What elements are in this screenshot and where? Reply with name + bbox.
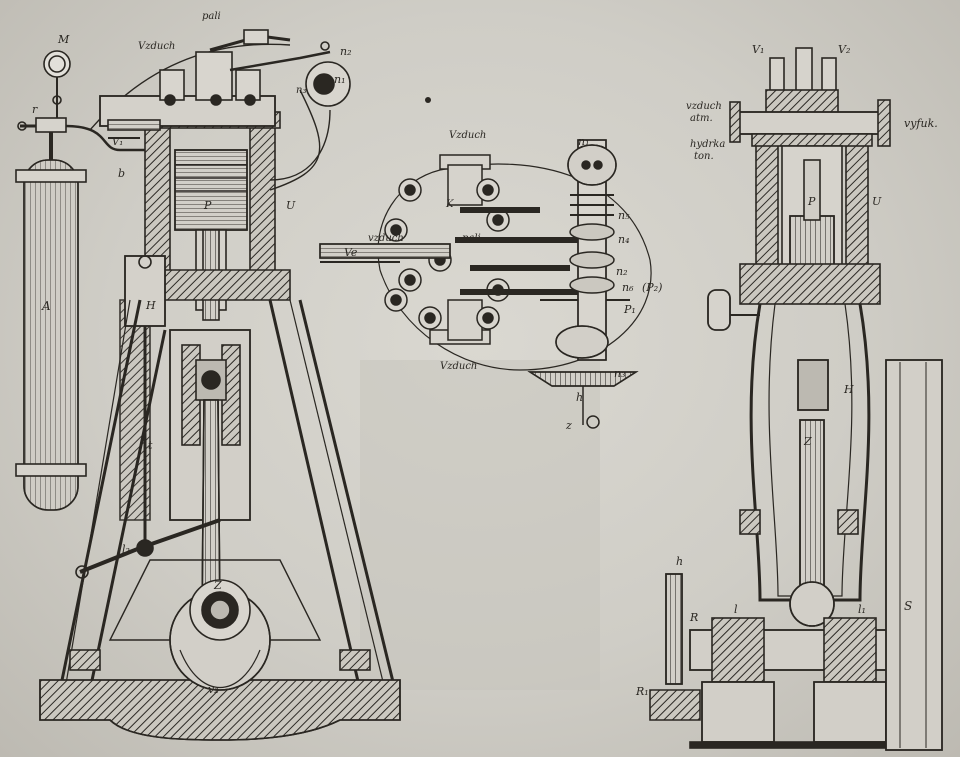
label-fuel-note: pali [202, 11, 221, 22]
label-reservoir-A: A [42, 299, 51, 313]
label-V1: V₁ [752, 43, 765, 56]
label-rod-t: t [148, 439, 153, 452]
label-crosshead-H: H [146, 299, 156, 312]
label-manometer-M: M [58, 33, 70, 46]
label-jacket-U: U [286, 199, 296, 212]
label-n2: n₂ [616, 265, 628, 278]
label-h: h [576, 391, 584, 404]
manometer [43, 50, 71, 78]
label-n3: n₃ [614, 367, 626, 380]
label-atm: atm. [690, 113, 713, 124]
label-n5: n₅ [618, 209, 630, 222]
label-P2: (P₂) [642, 281, 663, 294]
piston [174, 149, 248, 231]
label-valve-V1: V₁ [112, 137, 124, 148]
label-flywheel-S: S [904, 599, 913, 613]
label-exhaust: vyfuk. [904, 117, 938, 130]
air-reservoir [23, 159, 79, 511]
label-crank-Z: Z [804, 435, 812, 448]
label-piston-P: P [204, 199, 212, 212]
label-Ve: Ve [344, 246, 358, 259]
label-piston-P: P [808, 195, 816, 208]
label-l: l [734, 603, 738, 616]
label-bottom-vzduch: Vzduch [440, 361, 478, 372]
label-l1: l₁ [858, 603, 866, 616]
label-lever-l2: l₂ [122, 543, 130, 556]
label-n6: n₆ [622, 281, 634, 294]
label-crank-Z: Z [214, 579, 222, 592]
valve-gear-section [319, 139, 652, 429]
label-cam-n2: n₂ [340, 45, 352, 58]
label-R1: R₁ [636, 685, 649, 698]
label-n1: n₁ [578, 135, 590, 148]
label-R: R [690, 611, 699, 624]
flywheel [885, 359, 943, 751]
label-P1: P₁ [624, 303, 636, 316]
label-intake-vzduch: Vzduch [138, 41, 176, 52]
label-lever-h: h [676, 555, 684, 568]
label-cam-n1: n₁ [334, 73, 346, 86]
label-n4: n₄ [618, 233, 630, 246]
left-engine-section [15, 29, 401, 741]
label-stem-b: b [118, 167, 126, 180]
paper-stain [360, 360, 600, 690]
label-valve-r: r [32, 103, 38, 116]
label-fuel-hydrka: hydrka [690, 139, 726, 150]
label-cam-n3: n₃ [296, 85, 307, 96]
label-K: K [446, 199, 454, 210]
label-fuel-ton: ton. [694, 151, 714, 162]
label-crankshaft-v2: v₂ [208, 683, 219, 696]
label-fuel: pali [462, 233, 481, 244]
label-air: vzduch [368, 233, 404, 244]
label-z: z [566, 419, 572, 432]
label-top-vzduch: Vzduch [449, 130, 487, 141]
label-V2: V₂ [838, 43, 851, 56]
label-air-vzduch: vzduch [686, 101, 722, 112]
label-jacket-U: U [872, 195, 882, 208]
label-crosshead-H: H [844, 383, 854, 396]
right-engine-section [649, 47, 943, 751]
